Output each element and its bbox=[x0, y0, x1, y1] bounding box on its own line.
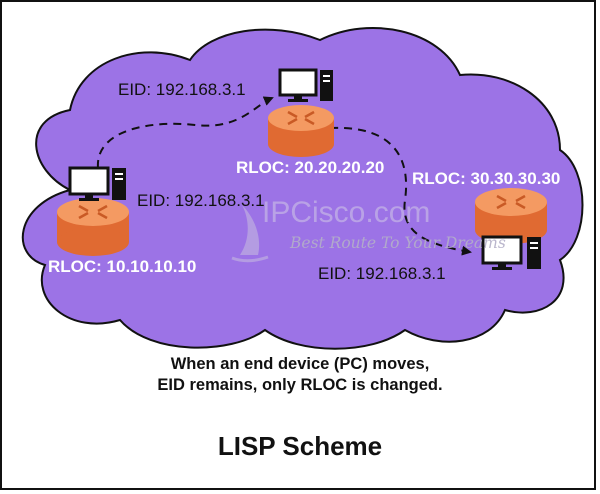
eid-label-site3: EID: 192.168.3.1 bbox=[318, 264, 446, 283]
pc-icon bbox=[278, 68, 333, 102]
note-line-2: EID remains, only RLOC is changed. bbox=[157, 376, 443, 394]
rloc-label-site3: RLOC: 30.30.30.30 bbox=[412, 169, 561, 188]
watermark-logo bbox=[231, 205, 269, 263]
router-icon bbox=[57, 198, 129, 256]
router-icon bbox=[268, 105, 334, 157]
dashed-arrow-2 bbox=[329, 126, 472, 256]
rloc-label-site1: RLOC: 10.10.10.10 bbox=[48, 257, 197, 276]
eid-label-site2: EID: 192.168.3.1 bbox=[118, 80, 246, 99]
diagram-title: LISP Scheme bbox=[217, 431, 383, 461]
watermark-brand: IPCisco.com bbox=[262, 196, 431, 229]
rloc-label-site2: RLOC: 20.20.20.20 bbox=[236, 158, 385, 177]
cloud-shape bbox=[21, 27, 584, 350]
eid-label-site1: EID: 192.168.3.1 bbox=[137, 191, 265, 210]
pc-icon bbox=[481, 235, 541, 270]
dashed-arrow-1 bbox=[96, 96, 274, 169]
pc-icon bbox=[68, 166, 126, 201]
watermark-slogan: Best Route To Your Dreams bbox=[290, 234, 506, 252]
note-line-1: When an end device (PC) moves, bbox=[170, 355, 430, 373]
